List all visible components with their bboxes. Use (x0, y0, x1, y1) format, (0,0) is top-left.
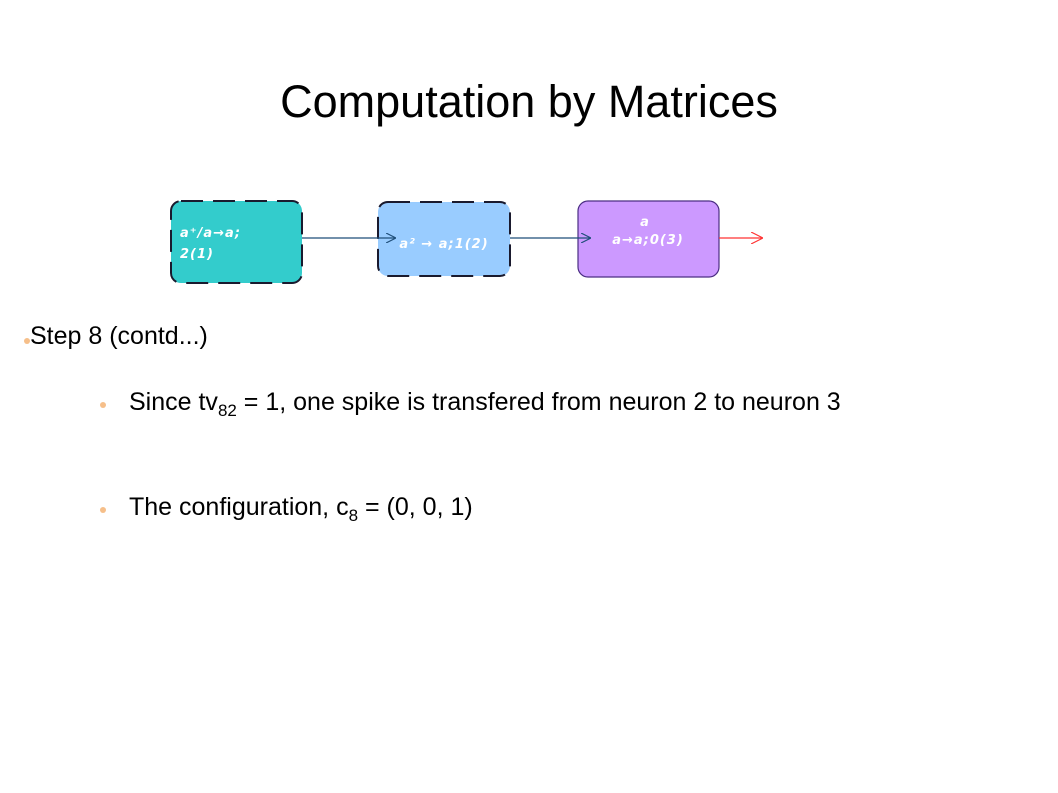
item2-pre: The configuration, c (129, 493, 349, 521)
neuron-3-spikes: a (640, 215, 650, 230)
neuron-1: a⁺/a→a; 2(1) (170, 200, 303, 284)
neuron-2: a² → a;1(2) (377, 201, 511, 277)
bullet-icon (24, 338, 30, 344)
neuron-1-body (170, 200, 303, 284)
bullet-icon (100, 507, 106, 513)
neuron-2-body (377, 201, 511, 277)
step-heading: Step 8 (contd...) (24, 318, 208, 354)
bullet-item-configuration: The configuration, c8 = (0, 0, 1) (100, 489, 1049, 525)
item1-post: = 1, one spike is transfered from neuron… (236, 388, 841, 416)
neuron-1-rule-line2: 2(1) (180, 247, 214, 262)
snp-system-diagram: a⁺/a→a; 2(1) a² → a;1(2) a a→a;0(3) (170, 200, 1058, 284)
slide-title: Computation by Matrices (280, 76, 778, 127)
step-heading-text: Step 8 (contd...) (30, 322, 208, 350)
item2-subscript: 8 (348, 506, 359, 525)
bullet-icon (100, 402, 106, 408)
neuron-3-rule: a→a;0(3) (612, 233, 684, 248)
neuron-1-rule-line1: a⁺/a→a; (180, 226, 241, 241)
neuron-3: a a→a;0(3) (577, 200, 720, 278)
bullet-item-transfer: Since tv82 = 1, one spike is transfered … (100, 384, 1049, 420)
item2-post: = (0, 0, 1) (358, 493, 473, 521)
item1-pre: Since tv (129, 388, 218, 416)
neuron-3-body (577, 200, 720, 278)
item1-subscript: 82 (217, 401, 237, 420)
neuron-2-rule: a² → a;1(2) (399, 237, 488, 252)
